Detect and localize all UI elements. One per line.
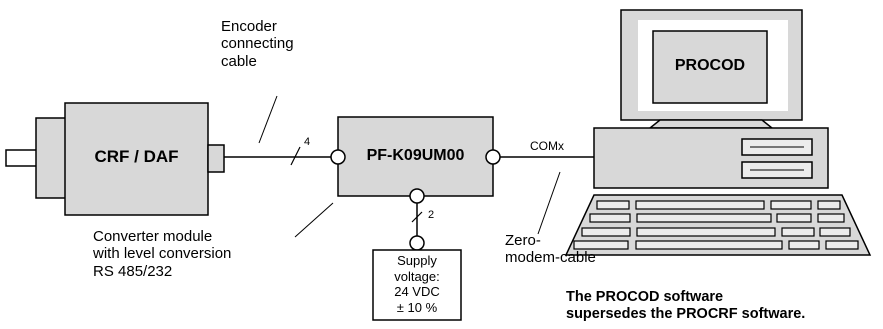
encoder-label: CRF / DAF (94, 147, 179, 166)
supply-port (409, 235, 425, 251)
encoder-shaft (5, 149, 39, 167)
supply-box (372, 249, 462, 321)
converter-label: PF-K09UM00 (366, 147, 465, 164)
converter-port-left (330, 149, 346, 165)
encoder-cable (224, 95, 331, 166)
com-cable (500, 156, 595, 235)
monitor-stand (647, 119, 775, 129)
encoder-body (64, 102, 209, 216)
supply-cable (372, 203, 462, 321)
comx-label: COMx (530, 139, 564, 153)
converter-port-bottom (409, 188, 425, 204)
encoder-device (5, 102, 225, 216)
software-note: The PROCOD software supersedes the PROCR… (566, 289, 806, 323)
zero-modem-label: Zero- modem-cable (505, 232, 596, 267)
computer (564, 9, 872, 256)
encoder-cable-label: Encoder connecting cable (221, 18, 294, 70)
converter-module (294, 116, 501, 238)
keyboard (564, 194, 872, 256)
monitor-label: PROCOD (674, 57, 746, 74)
wire-count-2: 2 (428, 209, 435, 221)
encoder-connector (207, 144, 225, 173)
supply-label: Supply voltage: 24 VDC ± 10 % (394, 253, 440, 315)
monitor-screen-inner (652, 30, 768, 104)
pc-case (593, 127, 829, 189)
encoder-flange (35, 117, 67, 199)
converter-module-label: Converter module with level conversion R… (93, 228, 232, 280)
keyboard-keys (573, 200, 859, 250)
wire-count-4: 4 (304, 136, 311, 148)
